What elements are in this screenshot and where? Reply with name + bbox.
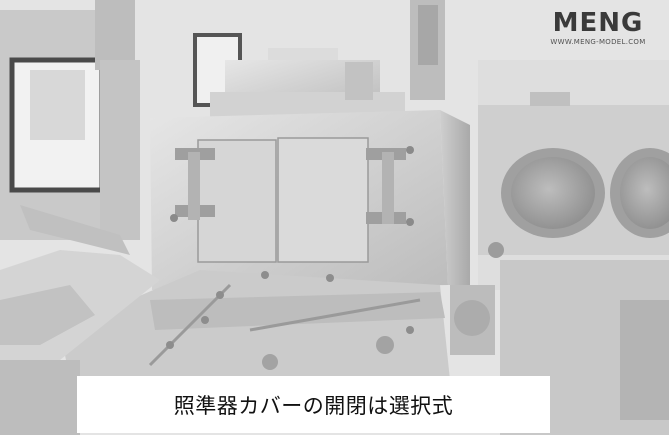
brand-logo: MENG WWW.MENG-MODEL.COM	[534, 8, 662, 54]
logo-wordmark: MENG	[552, 8, 644, 38]
caption-text: 照準器カバーの開閉は選択式	[173, 393, 454, 418]
logo-url: WWW.MENG-MODEL.COM	[550, 38, 646, 46]
caption-box: 照準器カバーの開閉は選択式	[77, 376, 550, 433]
